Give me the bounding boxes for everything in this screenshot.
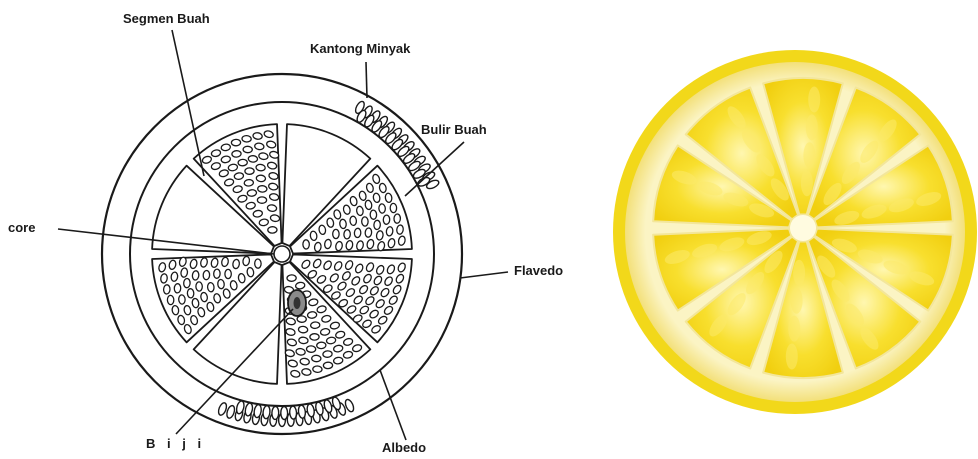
juice-vesicle bbox=[339, 219, 346, 229]
juice-vesicle bbox=[374, 220, 381, 230]
juice-vesicle bbox=[307, 311, 317, 318]
juice-vesicle bbox=[312, 355, 321, 362]
oil-sac bbox=[289, 406, 297, 419]
oil-sacs-label: Kantong Minyak bbox=[310, 41, 411, 56]
oil-sacs-leader-line bbox=[366, 62, 367, 98]
juice-vesicle bbox=[187, 289, 194, 299]
juice-vesicle bbox=[317, 342, 327, 349]
juice-vesicle bbox=[310, 322, 320, 329]
juice-vesicle bbox=[256, 164, 266, 171]
seed-core-shape bbox=[294, 297, 301, 309]
juice-vesicle bbox=[323, 362, 332, 369]
juice-vesicle bbox=[256, 175, 266, 182]
lemon-center bbox=[790, 215, 816, 241]
juice-vesicle bbox=[196, 282, 203, 291]
juice-vesicle bbox=[354, 228, 361, 238]
juice-vesicle bbox=[365, 228, 372, 238]
juice-vesicle bbox=[207, 282, 214, 292]
juice-vesicle bbox=[303, 240, 310, 249]
juice-vesicle bbox=[350, 216, 357, 226]
juice-vesicle bbox=[370, 210, 377, 220]
juice-vesicle bbox=[268, 227, 277, 234]
core-label: core bbox=[8, 220, 35, 235]
juice-vesicle bbox=[245, 168, 254, 175]
juice-vesicle bbox=[258, 185, 268, 192]
lemon-juice-highlight bbox=[786, 344, 798, 370]
juice-vesicle bbox=[390, 203, 397, 212]
flavedo-leader-line bbox=[460, 272, 508, 278]
juice-vesicle bbox=[310, 334, 319, 341]
juice-vesicle bbox=[243, 146, 252, 153]
juice-vesicle bbox=[287, 275, 296, 282]
core-center bbox=[274, 246, 290, 262]
juice-vesicle bbox=[257, 197, 266, 203]
juice-vesicle bbox=[248, 155, 258, 162]
juice-vesicle bbox=[255, 259, 262, 268]
juice-vesicle bbox=[217, 279, 224, 289]
juice-vesicle bbox=[306, 346, 316, 353]
juice-vesicle bbox=[232, 150, 242, 157]
juice-vesicle bbox=[203, 270, 210, 280]
lemon-juice-highlight bbox=[788, 316, 800, 342]
juice-vesicle bbox=[183, 278, 190, 288]
oil-sac bbox=[272, 406, 279, 419]
lemon-juice-highlight bbox=[808, 87, 820, 113]
juice-vesicle bbox=[242, 135, 252, 142]
juice-vesicle bbox=[362, 217, 369, 226]
juice-vesicle bbox=[379, 204, 386, 214]
juice-vesicle bbox=[225, 269, 231, 278]
juice-vesicle bbox=[163, 285, 170, 295]
juice-vesicle bbox=[313, 366, 323, 373]
juice-vesicle bbox=[298, 337, 308, 344]
albedo-label: Albedo bbox=[382, 440, 426, 455]
juice-vesicle bbox=[178, 295, 185, 305]
juice-vesicle bbox=[394, 214, 401, 224]
lemon-juice-highlight bbox=[791, 288, 803, 314]
juice-vesicle bbox=[213, 269, 220, 279]
juice-vesicle bbox=[333, 229, 339, 238]
juice-vesicle bbox=[244, 179, 254, 186]
citrus-cross-section-diagram bbox=[102, 74, 462, 434]
oil-sac bbox=[281, 406, 288, 419]
juice-vesicle bbox=[383, 215, 390, 224]
juice-vesicle bbox=[323, 351, 333, 358]
seed-label: B i j i bbox=[146, 436, 205, 451]
juice-vesicle bbox=[192, 270, 199, 280]
segment-label: Segmen Buah bbox=[123, 11, 210, 26]
lemon-juice-highlight bbox=[801, 170, 813, 196]
juice-vesicle bbox=[231, 139, 240, 146]
juice-vesicles-label: Bulir Buah bbox=[421, 122, 487, 137]
lemon-juice-highlight bbox=[793, 260, 805, 286]
lemon-juice-highlight bbox=[806, 114, 818, 140]
juice-vesicle bbox=[167, 295, 174, 304]
flavedo-label: Flavedo bbox=[514, 263, 563, 278]
lemon-juice-highlight bbox=[803, 142, 815, 168]
juice-vesicle bbox=[174, 284, 181, 293]
lemon-slice-photo bbox=[613, 50, 977, 414]
juice-vesicle bbox=[344, 230, 351, 240]
juice-vesicle bbox=[238, 159, 248, 166]
juice-vesicle bbox=[298, 326, 308, 333]
juice-vesicle bbox=[247, 189, 257, 196]
